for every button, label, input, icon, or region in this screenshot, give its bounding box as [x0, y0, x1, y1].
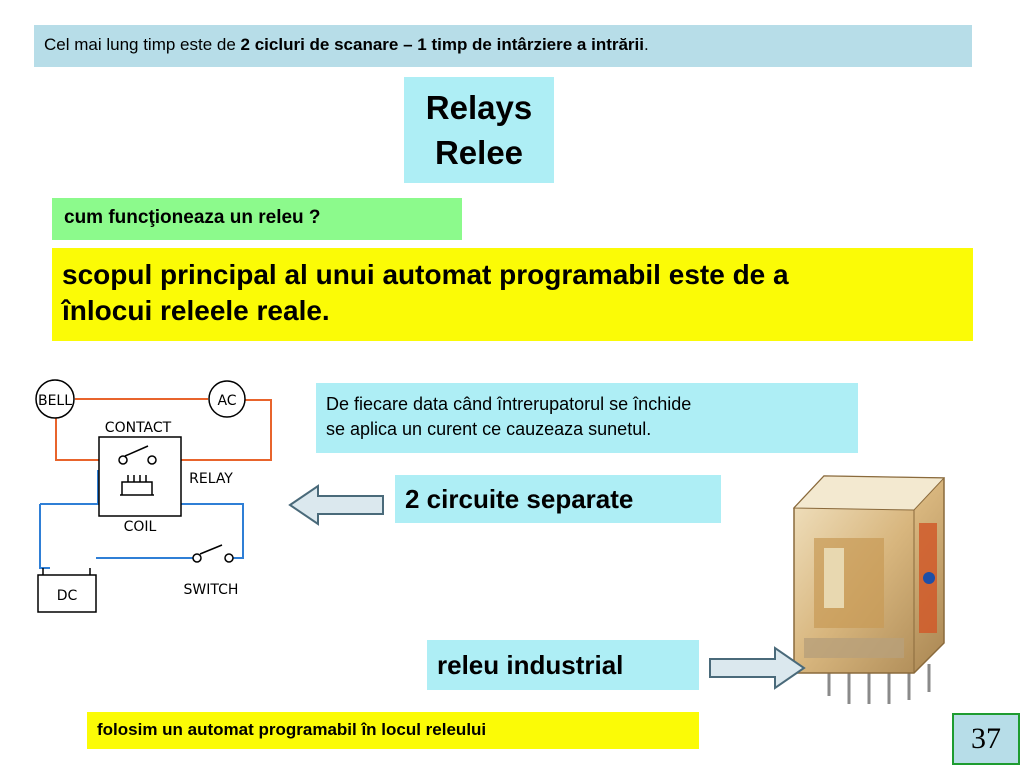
- purpose-line-1: scopul principal al unui automat program…: [62, 259, 789, 290]
- coil-label: COIL: [124, 519, 157, 535]
- slide-title: Relays Relee: [404, 77, 554, 183]
- bell-label: BELL: [38, 393, 72, 409]
- industrial-relay-image: [792, 475, 946, 704]
- page-number: 37: [952, 713, 1020, 765]
- title-english: Relays: [425, 89, 533, 126]
- top-note-prefix: Cel mai lung timp este de: [44, 35, 241, 54]
- purpose-box: scopul principal al unui automat program…: [52, 248, 973, 341]
- dc-battery: [37, 574, 97, 613]
- bell-symbol: [35, 379, 75, 419]
- relay-label: RELAY: [189, 471, 233, 487]
- ac-label: AC: [217, 393, 236, 409]
- contact-symbol: [118, 445, 157, 465]
- title-romanian: Relee: [434, 134, 524, 171]
- top-note-bold: 2 cicluri de scanare – 1 timp de intârzi…: [240, 35, 644, 54]
- switch-symbol: [192, 544, 234, 563]
- switch-label: SWITCH: [184, 582, 239, 598]
- arrow-right-icon: [709, 646, 806, 690]
- relay-circuit-diagram: BELL AC CONTACT RELAY COIL DC SWITCH: [35, 379, 272, 613]
- top-note: Cel mai lung timp este de 2 cicluri de s…: [34, 25, 972, 67]
- explanation-line-2: se aplica un curent ce cauzeaza sunetul.: [326, 419, 652, 439]
- explanation-line-1: De fiecare data când întrerupatorul se î…: [326, 394, 692, 414]
- arrow-left-icon: [288, 484, 384, 526]
- dc-label: DC: [57, 588, 78, 604]
- explanation-box: De fiecare data când întrerupatorul se î…: [316, 383, 858, 453]
- industrial-relay-label: releu industrial: [427, 640, 699, 690]
- question-box: cum funcţioneaza un releu ?: [52, 198, 462, 240]
- coil-symbol: [120, 475, 154, 496]
- top-note-suffix: .: [644, 35, 649, 54]
- contact-label: CONTACT: [105, 420, 172, 436]
- ac-symbol: [208, 380, 246, 418]
- bottom-note: folosim un automat programabil în locul …: [87, 712, 699, 749]
- circuits-label: 2 circuite separate: [395, 475, 721, 523]
- purpose-line-2: înlocui releele reale.: [62, 295, 330, 326]
